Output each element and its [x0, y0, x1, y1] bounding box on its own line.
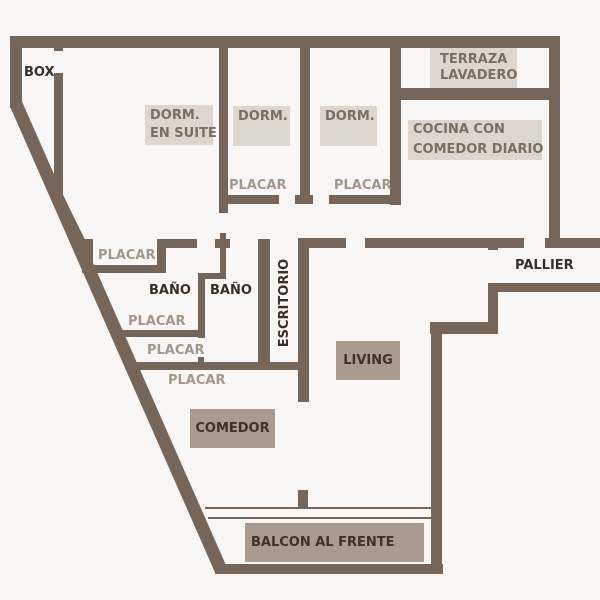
room-label-cocina: COCINA CON COMEDOR DIARIO [408, 120, 544, 160]
balcony-line-1 [205, 507, 432, 509]
wall-right-living [431, 322, 442, 574]
wall-dorm2-stub [295, 195, 313, 204]
wall-placar-left [82, 239, 93, 273]
wall-dorm2-placar [228, 195, 279, 204]
room-label-placar-bano: PLACAR [128, 314, 186, 329]
room-label-comedor: COMEDOR [190, 409, 275, 448]
wall-placar-side [157, 239, 166, 273]
wall-bano-divider [198, 273, 205, 338]
wall-hall-2 [365, 238, 524, 248]
wall-placar-bottom [84, 265, 166, 273]
wall-box-inner [54, 73, 63, 199]
room-label-escritorio: ESCRITORIO [277, 258, 292, 348]
wall-placar-top [157, 239, 197, 248]
terraza-line2: LAVADERO [440, 68, 518, 83]
room-label-dorm-suite: DORM. EN SUITE [145, 105, 217, 145]
wall-balcony-stub [298, 490, 308, 508]
wall-cross-v [220, 233, 226, 278]
cocina-line1: COCINA CON [413, 122, 505, 137]
wall-terraza-bottom [390, 88, 550, 100]
wall-pallier-bottom [488, 283, 600, 292]
wall-placar-stub [198, 357, 204, 365]
room-label-placar-dorm3: PLACAR [334, 178, 392, 193]
room-label-placar-dorm2: PLACAR [229, 178, 287, 193]
room-label-box: BOX [24, 65, 55, 80]
wall-escritorio [258, 239, 270, 370]
wall-box-stub [54, 48, 63, 51]
room-label-pallier: PALLIER [515, 258, 574, 273]
wall-kitchen-right [549, 36, 560, 248]
room-label-dorm3: DORM. [320, 106, 377, 146]
balcony-line-2 [208, 517, 432, 519]
room-label-dorm2: DORM. [233, 106, 290, 146]
wall-top [10, 36, 560, 48]
room-label-balcon: BALCON AL FRENTE [245, 523, 424, 562]
room-label-placar-hall2: PLACAR [168, 373, 226, 388]
wall-hall-3 [545, 238, 600, 248]
wall-left-outer [10, 36, 22, 108]
wall-box-diagonal [53, 193, 87, 248]
wall-living-step [430, 322, 498, 334]
wall-hall-1 [298, 238, 346, 248]
terraza-line1: TERRAZA [440, 52, 508, 67]
wall-bano-bottom [118, 330, 205, 337]
wall-dorm3-placar [329, 195, 401, 204]
wall-suite-dorm2 [219, 48, 228, 213]
room-label-bano2: BAÑO [210, 283, 252, 298]
wall-living-left [298, 238, 309, 402]
room-label-living: LIVING [336, 341, 400, 380]
wall-dorm2-dorm3 [300, 48, 310, 204]
room-label-terraza: TERRAZA LAVADERO [430, 48, 517, 88]
dorm-suite-line2: EN SUITE [150, 126, 217, 141]
wall-pallier-vertical [488, 283, 498, 334]
room-label-placar-hall1: PLACAR [147, 343, 205, 358]
dorm-suite-line1: DORM. [150, 108, 200, 123]
cocina-line2: COMEDOR DIARIO [413, 142, 544, 157]
wall-kitchen-left [390, 48, 401, 205]
wall-hall-bottom [130, 362, 309, 370]
room-label-bano1: BAÑO [149, 283, 191, 298]
room-label-placar-suite: PLACAR [98, 248, 156, 263]
wall-hall-stub [488, 238, 498, 250]
wall-bottom [215, 564, 443, 574]
wall-bano-top [198, 273, 226, 279]
